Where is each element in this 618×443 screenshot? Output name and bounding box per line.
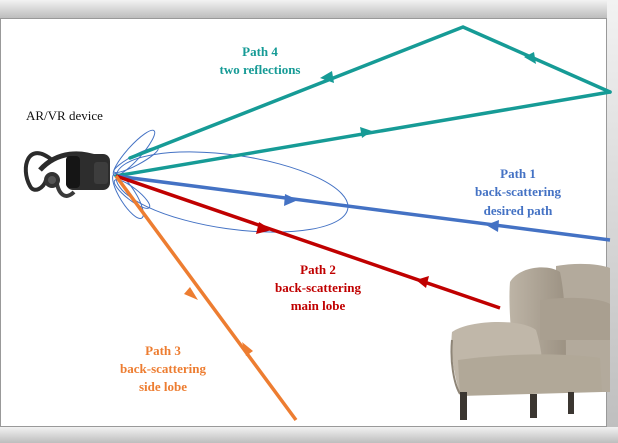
- path-2-line2: back-scattering: [275, 280, 361, 295]
- top-frame-bar: [0, 0, 618, 18]
- path-2-arrow-return: [416, 276, 429, 288]
- path-1-ray: [115, 174, 611, 242]
- path-3-line3: side lobe: [139, 379, 187, 394]
- path-1-title: Path 1: [500, 166, 536, 181]
- path-1-line3: desired path: [484, 203, 554, 218]
- path-3-title: Path 3: [145, 343, 181, 358]
- path-4-arrow-out: [360, 127, 372, 138]
- path-3-arrow-out: [184, 287, 198, 300]
- path-3-ray: [114, 174, 298, 422]
- path-3-line2: back-scattering: [120, 361, 206, 376]
- path-1-arrow-return: [486, 220, 499, 232]
- vr-headset-icon: [23, 151, 110, 198]
- armchair-icon: [450, 263, 610, 420]
- path-2-title: Path 2: [300, 262, 336, 277]
- lower-side-lobe-2: [113, 179, 151, 209]
- lower-side-lobe: [112, 173, 144, 219]
- path-4-arrow-return-1: [524, 52, 536, 64]
- path-1-line2: back-scattering: [475, 184, 561, 199]
- path-3-arrowheads: [184, 287, 253, 356]
- path-2-ray: [115, 174, 501, 310]
- path-4-arrowheads: [320, 52, 536, 138]
- path-2-line3: main lobe: [291, 298, 346, 313]
- path-3-arrow-return: [242, 342, 253, 356]
- path-4-arrow-return-2: [320, 71, 334, 83]
- frame-outline: [0, 18, 607, 427]
- right-frame-bar: [607, 0, 618, 443]
- device-label: AR/VR device: [26, 108, 103, 123]
- path-4-rays: [114, 25, 612, 178]
- path-2-arrow-out: [256, 222, 272, 234]
- upper-side-lobe: [112, 129, 156, 177]
- path-1-arrowheads: [284, 194, 499, 232]
- path-4-subtitle: two reflections: [220, 62, 301, 77]
- bottom-frame-bar: [0, 427, 618, 443]
- path-4-title: Path 4: [242, 44, 278, 59]
- path-2-arrowheads: [256, 222, 429, 288]
- path-1-arrow-out: [284, 194, 298, 206]
